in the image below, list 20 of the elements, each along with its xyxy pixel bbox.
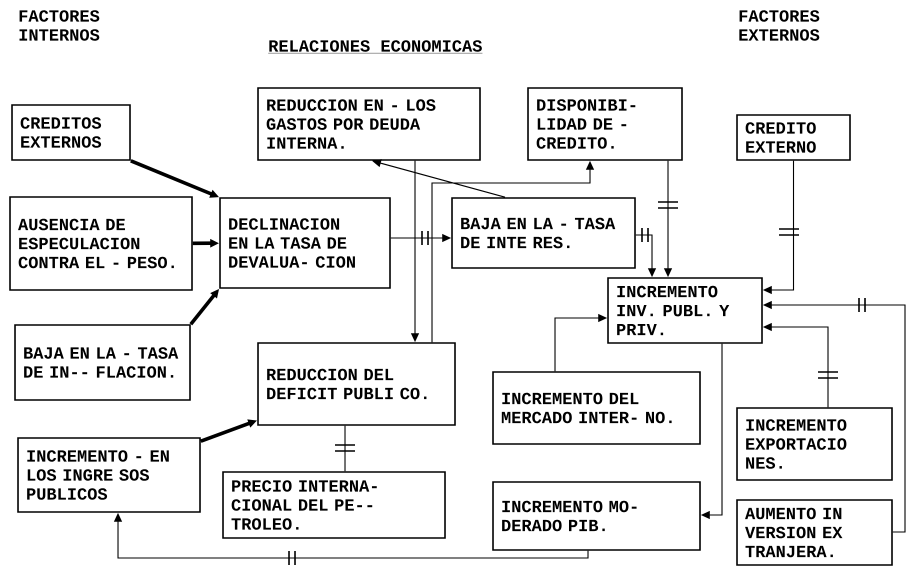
factor-box: CREDITO EXTERNO: [736, 114, 851, 161]
heading: FACTORES EXTERNOS: [739, 10, 820, 41]
factor-box: AUMENTO IN VERSION EX TRANJERA.: [736, 499, 893, 566]
factor-box: DISPONIBI- LIDAD DE - CREDITO.: [527, 87, 683, 161]
factor-box: REDUCCION EN - LOS GASTOS POR DEUDA INTERNA.: [257, 87, 481, 161]
factor-box: INCREMENTO INV. PUBL. Y PRIV.: [607, 277, 763, 344]
factor-box: CREDITOS EXTERNOS: [11, 104, 131, 161]
factor-box: BAJA EN LA - TASA DE INTE RES.: [451, 197, 636, 269]
factor-box: AUSENCIA DE ESPECULACION CONTRA EL - PESO.: [9, 196, 193, 291]
factor-box: INCREMENTO DEL MERCADO INTER- NO.: [492, 371, 701, 445]
factor-box: REDUCCION DEL DEFICIT PUBLI CO.: [257, 342, 456, 426]
heading: RELACIONES ECONOMICAS: [268, 40, 483, 54]
arrow: [334, 426, 356, 472]
factor-box: INCREMENTO MO- DERADO PIB.: [492, 481, 701, 551]
heading: FACTORES INTERNOS: [20, 10, 100, 41]
factor-box: INCREMENTO EXPORTACIO NES.: [736, 407, 893, 481]
factor-box: PRECIO INTERNA- CIONAL DEL PE-- TROLEO.: [222, 471, 446, 539]
factor-box: BAJA EN LA - TASA DE IN-- FLACION.: [14, 324, 191, 401]
factor-box: INCREMENTO - EN LOS INGRE SOS PUBLICOS: [17, 437, 201, 513]
factor-box: DECLINACION EN LA TASA DE DEVALUA- CION: [219, 197, 391, 289]
